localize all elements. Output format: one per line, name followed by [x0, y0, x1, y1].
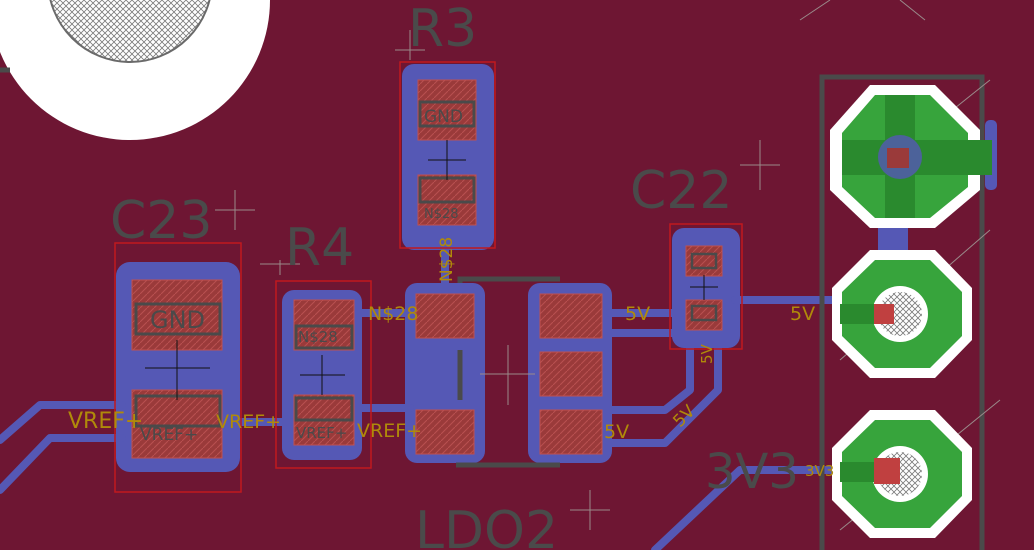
connector-pin-3[interactable]: [832, 410, 972, 538]
component-outlines: [114, 61, 743, 493]
net-vref-mid: VREF+: [216, 411, 281, 433]
r4-pads[interactable]: [293, 299, 355, 446]
silkscreen-outlines: [0, 67, 985, 550]
c23-pad-top-label: GND: [150, 306, 205, 334]
net-5v-bottom: 5V: [604, 421, 629, 443]
r3-pad-bottom-label: N$28: [424, 207, 459, 222]
net-n28: N$28: [368, 303, 418, 325]
mounting-hole[interactable]: [0, 0, 270, 140]
net-5v-conn: 5V: [790, 303, 815, 325]
net-vref-left: VREF+: [68, 409, 143, 434]
c22-label: C22: [630, 161, 732, 221]
net-5v-vertical: 5V: [698, 343, 716, 364]
r3-label: R3: [408, 0, 477, 59]
c23-pads[interactable]: [131, 279, 223, 459]
r4-label: R4: [285, 218, 354, 278]
connector-pin-1[interactable]: [830, 85, 992, 228]
c23-pad-bottom-label: VREF+: [140, 425, 198, 445]
r4-pad-top-label: N$28: [298, 328, 338, 346]
r3-pads[interactable]: [417, 79, 477, 226]
r4-pad-bottom-label: VREF+: [296, 424, 347, 442]
connector-pin-2[interactable]: [832, 250, 972, 378]
net-n28-vertical: N$28: [437, 237, 457, 282]
net-5v-ldo: 5V: [625, 303, 650, 325]
net-3v3-trace: 3V3: [805, 462, 834, 480]
net-3v3-big-label: 3V3: [705, 444, 799, 500]
ldo2-label: LDO2: [415, 501, 558, 550]
c22-pads[interactable]: [685, 245, 723, 331]
r3-pad-top-label: GND: [424, 107, 463, 127]
net-vref-right: VREF+: [357, 420, 422, 442]
ldo2-pads[interactable]: [415, 293, 603, 455]
copper-traces: [0, 246, 844, 550]
c23-label: C23: [110, 191, 212, 251]
